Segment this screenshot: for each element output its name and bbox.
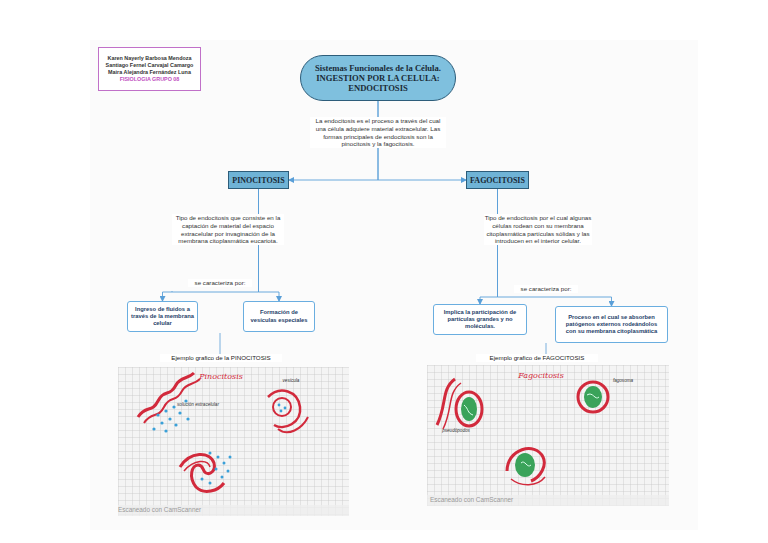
sketch-title-text: Pinocitosis bbox=[199, 372, 243, 381]
sketch-label-text: vesícula bbox=[283, 378, 300, 383]
note-text-text: se caracteriza por: bbox=[195, 279, 246, 286]
node-text: Implica la participación de partículas g… bbox=[437, 309, 523, 331]
description-text-text: Tipo de endocitosis por el cual algunas … bbox=[485, 214, 592, 244]
node-text: Santiago Fernel Carvajal Camargo bbox=[106, 62, 194, 69]
example-caption: Ejemplo grafico de FAGOCITOSIS bbox=[476, 354, 598, 362]
sketch-label: solución extracelular bbox=[168, 402, 228, 408]
sketch-title: Fagocitosis bbox=[516, 371, 566, 381]
topic-box: PINOCITOSIS bbox=[228, 171, 289, 189]
node-text: Maira Alejandra Fernández Luna bbox=[108, 69, 191, 76]
node-text: Ingreso de fluidos a través de la membra… bbox=[131, 306, 194, 328]
connector bbox=[259, 189, 280, 301]
feature-box: Ingreso de fluidos a través de la membra… bbox=[127, 301, 198, 332]
sketch-title-text: Fagocitosis bbox=[518, 371, 564, 380]
phagocytosis-sketch bbox=[427, 365, 669, 506]
sketch-title: Pinocitosis bbox=[196, 372, 246, 382]
sketch-label: vesícula bbox=[274, 378, 308, 384]
description-text-text: Tipo de endocitosis que consiste en la c… bbox=[176, 214, 281, 244]
title-oval: Sistemas Funcionales de la Célula. INGES… bbox=[300, 55, 456, 101]
sketch-label-text: solución extracelular bbox=[177, 402, 219, 407]
node-text: Karen Nayerly Barbosa Mendoza bbox=[108, 55, 192, 62]
example-caption-text: Ejemplo grafico de la PINOCITOSIS bbox=[171, 354, 270, 361]
sketch-label-text: pseudópodos bbox=[442, 428, 470, 433]
definition-text-text: La endocitosis es el proceso a través de… bbox=[316, 117, 441, 147]
feature-box: Proceso en el cual se absorben patógenos… bbox=[555, 306, 668, 343]
connector bbox=[498, 189, 612, 306]
watermark: Escaneado con CamScanner bbox=[118, 506, 238, 514]
watermark: Escaneado con CamScanner bbox=[430, 496, 550, 504]
node-text: Proceso en el cual se absorben patógenos… bbox=[560, 314, 663, 336]
note-text: se caracteriza por: bbox=[514, 285, 578, 293]
author-box: Karen Nayerly Barbosa MendozaSantiago Fe… bbox=[98, 47, 201, 91]
node-text: Formación de vesículas especiales bbox=[247, 309, 311, 323]
definition-text: La endocitosis es el proceso a través de… bbox=[310, 117, 446, 148]
feature-box: Formación de vesículas especiales bbox=[243, 301, 315, 332]
sketch-label-text: fagosoma bbox=[613, 378, 633, 383]
note-text: se caracteriza por: bbox=[188, 279, 252, 287]
node-text: FISIOLOGIA GRUPO 08 bbox=[120, 76, 180, 83]
node-text: PINOCITOSIS bbox=[232, 176, 284, 185]
example-caption-text: Ejemplo grafico de FAGOCITOSIS bbox=[490, 354, 585, 361]
description-text: Tipo de endocitosis por el cual algunas … bbox=[484, 214, 592, 245]
topic-box: FAGOCITOSIS bbox=[466, 171, 529, 189]
pinocytosis-sketch bbox=[118, 367, 349, 516]
example-caption: Ejemplo grafico de la PINOCITOSIS bbox=[160, 354, 282, 362]
note-text-text: se caracteriza por: bbox=[521, 285, 572, 292]
connector bbox=[163, 189, 259, 301]
watermark-text: Escaneado con CamScanner bbox=[430, 496, 513, 503]
feature-box: Implica la participación de partículas g… bbox=[433, 304, 527, 335]
node-text: FAGOCITOSIS bbox=[470, 176, 525, 185]
node-text: Sistemas Funcionales de la Célula. INGES… bbox=[309, 63, 447, 94]
guide-line bbox=[220, 333, 221, 355]
description-text: Tipo de endocitosis que consiste en la c… bbox=[172, 214, 284, 245]
connector bbox=[480, 189, 498, 304]
sketch-label: pseudópodos bbox=[436, 428, 476, 434]
sketch-label: fagosoma bbox=[606, 378, 640, 384]
watermark-text: Escaneado con CamScanner bbox=[118, 506, 201, 513]
